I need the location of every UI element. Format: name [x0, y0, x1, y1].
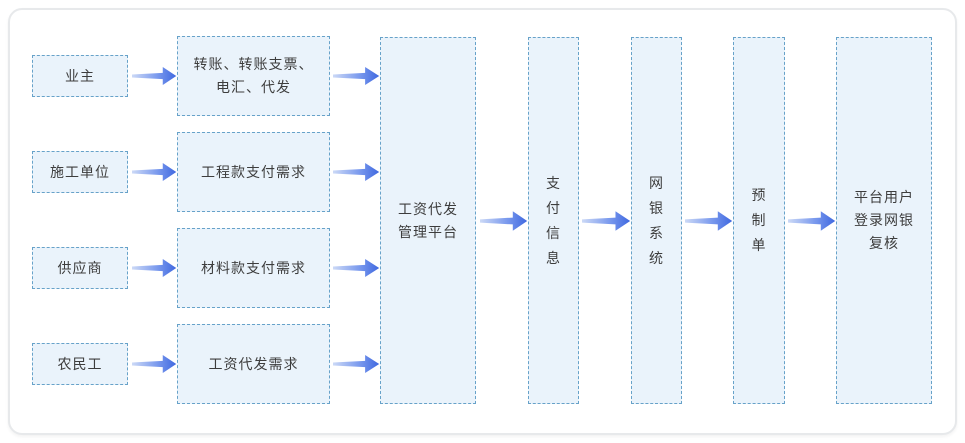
- box-transfer-methods: 转账、转账支票、 电汇、代发: [177, 36, 330, 116]
- box-salary-payment-demand: 工资代发需求: [177, 324, 330, 404]
- arrow-project-demand-to-platform: [333, 161, 380, 183]
- arrow-platform-to-payment-info: [480, 209, 528, 233]
- arrow-payment-info-to-ebank: [582, 209, 631, 233]
- box-salary-platform: 工资代发 管理平台: [380, 37, 476, 404]
- box-ebank-system: 网 银 系 统: [631, 37, 682, 404]
- box-payment-info: 支 付 信 息: [528, 37, 579, 404]
- box-supplier: 供应商: [32, 247, 128, 289]
- arrow-material-demand-to-platform: [333, 257, 380, 279]
- box-material-payment-demand: 材料款支付需求: [177, 228, 330, 308]
- arrow-prepared-slip-to-review: [788, 209, 836, 233]
- box-migrant-worker: 农民工: [32, 343, 128, 385]
- box-construction-unit: 施工单位: [32, 151, 128, 193]
- box-prepared-slip: 预 制 单: [733, 37, 785, 404]
- box-owner: 业主: [32, 55, 128, 97]
- arrow-worker-to-demand: [132, 353, 177, 375]
- arrow-construction-to-demand: [132, 161, 177, 183]
- arrow-methods-to-platform: [333, 65, 380, 87]
- arrow-owner-to-methods: [132, 65, 177, 87]
- arrow-salary-demand-to-platform: [333, 353, 380, 375]
- arrow-ebank-to-prepared-slip: [685, 209, 733, 233]
- box-platform-user-review: 平台用户 登录网银 复核: [836, 37, 932, 404]
- arrow-supplier-to-demand: [132, 257, 177, 279]
- box-project-payment-demand: 工程款支付需求: [177, 132, 330, 212]
